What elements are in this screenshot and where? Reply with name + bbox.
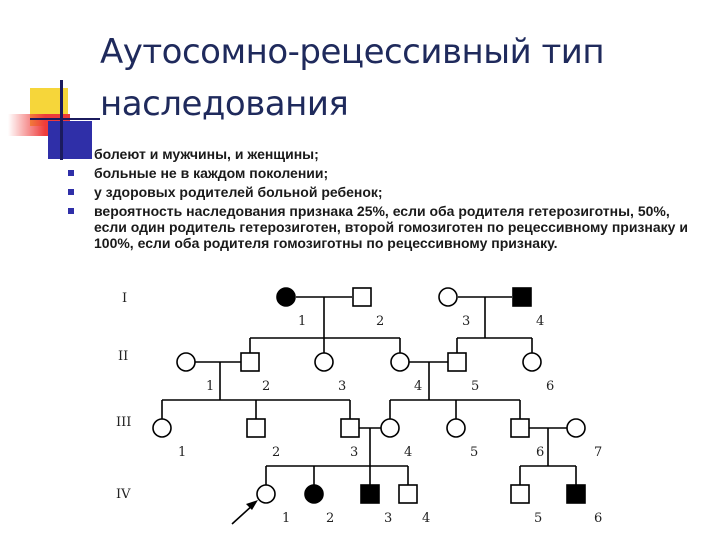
generation-label: IV <box>116 487 131 502</box>
affected-female-circle-icon <box>276 287 296 307</box>
bullet-square-icon <box>68 170 74 176</box>
individual-number: 1 <box>282 511 290 526</box>
female-circle-icon <box>314 352 334 372</box>
affected-male-square-icon <box>566 484 586 504</box>
female-circle-icon <box>380 418 400 438</box>
individual-number: 5 <box>534 511 542 526</box>
female-circle-icon <box>438 287 458 307</box>
bullet-square-icon <box>68 151 74 157</box>
male-square-icon <box>510 418 530 438</box>
individual-number: 3 <box>338 379 346 394</box>
individual-number: 4 <box>422 511 430 526</box>
individual-number: 2 <box>376 314 384 329</box>
individual-number: 5 <box>470 445 478 460</box>
male-square-icon <box>240 352 260 372</box>
female-circle-icon <box>566 418 586 438</box>
bullet-text: больные не в каждом поколении; <box>94 165 329 181</box>
female-circle-icon <box>256 484 276 504</box>
bullet-item: больные не в каждом поколении; <box>68 165 688 181</box>
individual-number: 1 <box>298 314 306 329</box>
bullet-square-icon <box>68 189 74 195</box>
male-square-icon <box>352 287 372 307</box>
affected-female-circle-icon <box>304 484 324 504</box>
individual-number: 3 <box>350 445 358 460</box>
individual-number: 3 <box>384 511 392 526</box>
male-square-icon <box>246 418 266 438</box>
individual-number: 4 <box>414 379 422 394</box>
proband-arrow-icon <box>231 500 258 525</box>
female-circle-icon <box>176 352 196 372</box>
bullet-item: болеют и мужчины, и женщины; <box>68 146 688 162</box>
bullet-text: болеют и мужчины, и женщины; <box>94 146 319 162</box>
individual-number: 2 <box>326 511 334 526</box>
male-square-icon <box>398 484 418 504</box>
individual-number: 3 <box>462 314 470 329</box>
slide-title: Аутосомно-рецессивный тип наследования <box>100 26 700 130</box>
slide-title-line-1: Аутосомно-рецессивный тип <box>100 32 605 72</box>
individual-number: 4 <box>536 314 544 329</box>
generation-label: II <box>118 349 128 364</box>
bullet-square-icon <box>68 208 74 214</box>
individual-number: 2 <box>272 445 280 460</box>
bullet-item: у здоровых родителей больной ребенок; <box>68 184 688 200</box>
female-circle-icon <box>446 418 466 438</box>
individual-number: 6 <box>546 379 554 394</box>
bullet-text: у здоровых родителей больной ребенок; <box>94 184 383 200</box>
affected-male-square-icon <box>512 287 532 307</box>
female-circle-icon <box>390 352 410 372</box>
individual-number: 1 <box>178 445 186 460</box>
generation-label: I <box>122 291 127 306</box>
male-square-icon <box>510 484 530 504</box>
generation-label: III <box>116 415 131 430</box>
decor-vertical-line <box>60 80 63 160</box>
female-circle-icon <box>152 418 172 438</box>
bullet-text: вероятность наследования признака 25%, е… <box>94 203 688 251</box>
affected-male-square-icon <box>360 484 380 504</box>
pedigree-numbers: 1 2 3 4 1 2 3 4 5 6 1 2 3 4 5 6 7 1 2 3 4 5 6 <box>178 314 602 526</box>
individual-number: 6 <box>536 445 544 460</box>
decor-horizontal-line <box>30 118 100 120</box>
bullet-list: болеют и мужчины, и женщины; больные не … <box>68 146 688 254</box>
pedigree-lines <box>161 296 577 486</box>
pedigree-symbols <box>152 287 586 504</box>
individual-number: 2 <box>262 379 270 394</box>
slide-title-line-2: наследования <box>100 84 349 124</box>
bullet-item: вероятность наследования признака 25%, е… <box>68 203 688 251</box>
female-circle-icon <box>522 352 542 372</box>
individual-number: 5 <box>471 379 479 394</box>
male-square-icon <box>447 352 467 372</box>
male-square-icon <box>340 418 360 438</box>
individual-number: 6 <box>594 511 602 526</box>
individual-number: 7 <box>594 445 602 460</box>
individual-number: 4 <box>404 445 412 460</box>
individual-number: 1 <box>206 379 214 394</box>
